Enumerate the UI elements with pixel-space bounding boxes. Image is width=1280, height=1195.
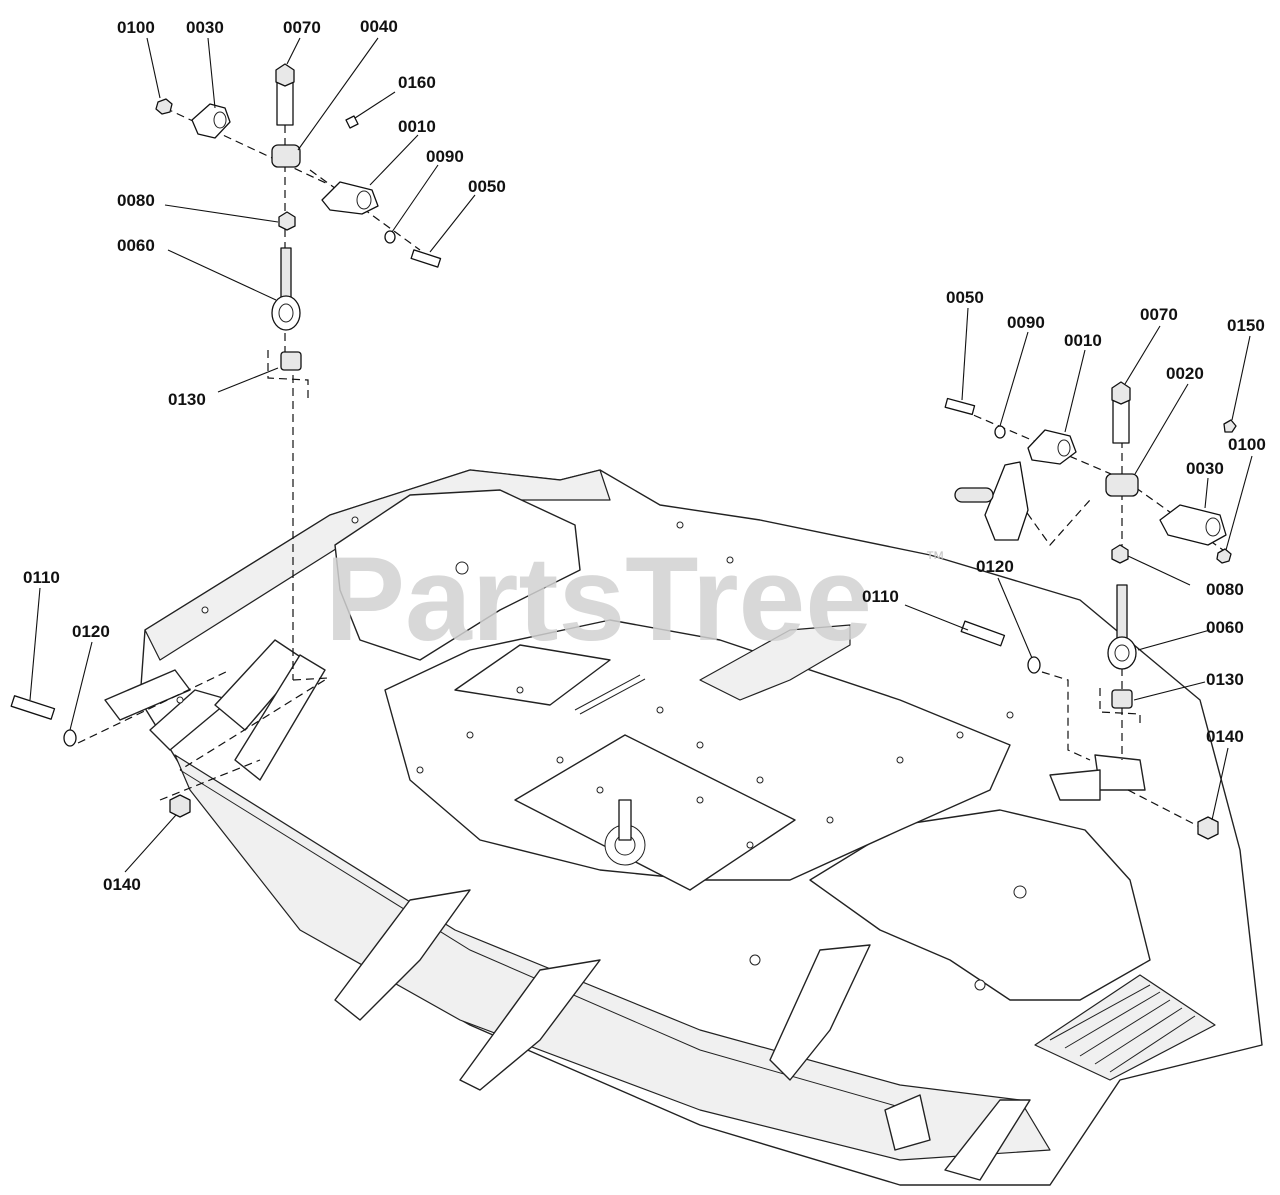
callout-0010-left: 0010 — [398, 117, 436, 136]
callout-0070-right: 0070 — [1140, 305, 1178, 324]
nut-0140-right-icon — [1197, 816, 1219, 840]
leader-lines — [29, 37, 1253, 873]
callout-0020-right: 0020 — [1166, 364, 1204, 383]
callout-0030-left: 0030 — [186, 18, 224, 37]
eyebolt-0060-right-icon — [1116, 584, 1128, 641]
bolt-0070-left-icon — [276, 79, 294, 126]
callout-0160-left: 0160 — [398, 73, 436, 92]
bolt-0070-right-icon — [1112, 397, 1130, 444]
bolt-0110-right-icon — [960, 620, 1006, 647]
nut-0140-left-icon — [169, 794, 191, 818]
nut-0080-left-icon — [278, 211, 296, 231]
callout-0100-right: 0100 — [1228, 435, 1266, 454]
right-hardware-assembly — [944, 381, 1237, 840]
callout-0090-left: 0090 — [426, 147, 464, 166]
pivot-arm-right-icon — [984, 461, 1029, 541]
callout-0100-left: 0100 — [117, 18, 155, 37]
nut-0100-right-icon — [1216, 548, 1232, 564]
nut-0150-right-icon — [1223, 419, 1237, 433]
callout-0110-left: 0110 — [23, 568, 60, 587]
callout-0030-right: 0030 — [1186, 459, 1224, 478]
spacer-0130-left-icon — [280, 351, 302, 371]
washer-0090-right-icon — [994, 425, 1006, 439]
nut-0100-left-icon — [155, 98, 173, 115]
callout-0090-right: 0090 — [1007, 313, 1045, 332]
bolt-0110-left-icon — [10, 695, 56, 720]
callout-0070-left: 0070 — [283, 18, 321, 37]
callout-0080-right: 0080 — [1206, 580, 1244, 599]
washer-0120-right-icon — [1027, 656, 1041, 674]
callout-0060-right: 0060 — [1206, 618, 1244, 637]
callout-0050-left: 0050 — [468, 177, 506, 196]
watermark-text: PartsTree — [325, 532, 872, 666]
callout-0110-right: 0110 — [862, 587, 899, 606]
mower-deck — [104, 469, 1263, 1186]
callout-0150-right: 0150 — [1227, 316, 1265, 335]
callout-labels: 0100 0030 0070 0040 0160 0010 0090 0050 … — [23, 17, 1266, 894]
callout-0060-left: 0060 — [117, 236, 155, 255]
callout-0080-left: 0080 — [117, 191, 155, 210]
left-hardware-assembly — [10, 63, 442, 818]
nut-0080-right-icon — [1111, 544, 1129, 564]
trademark-symbol: ™ — [925, 548, 945, 570]
eyebolt-0060-left-icon — [280, 247, 292, 299]
callout-0040-left: 0040 — [360, 17, 398, 36]
callout-0130-right: 0130 — [1206, 670, 1244, 689]
callout-0140-right: 0140 — [1206, 727, 1244, 746]
callout-0050-right: 0050 — [946, 288, 984, 307]
washer-0120-left-icon — [63, 729, 77, 747]
callout-0010-right: 0010 — [1064, 331, 1102, 350]
pivot-0040-left-icon — [271, 144, 301, 168]
callout-0120-left: 0120 — [72, 622, 110, 641]
spacer-0130-right-icon — [1111, 689, 1133, 709]
callout-0120-right: 0120 — [976, 557, 1014, 576]
bolt-0050-right-icon — [944, 397, 976, 416]
deck-holes — [176, 516, 1014, 991]
bolt-0050-left-icon — [410, 249, 442, 268]
setscrew-0160-left-icon — [345, 115, 359, 129]
callout-0130-left: 0130 — [168, 390, 206, 409]
callout-0140-left: 0140 — [103, 875, 141, 894]
pivot-0020-right-icon — [1105, 473, 1139, 497]
washer-0090-left-icon — [384, 230, 396, 244]
